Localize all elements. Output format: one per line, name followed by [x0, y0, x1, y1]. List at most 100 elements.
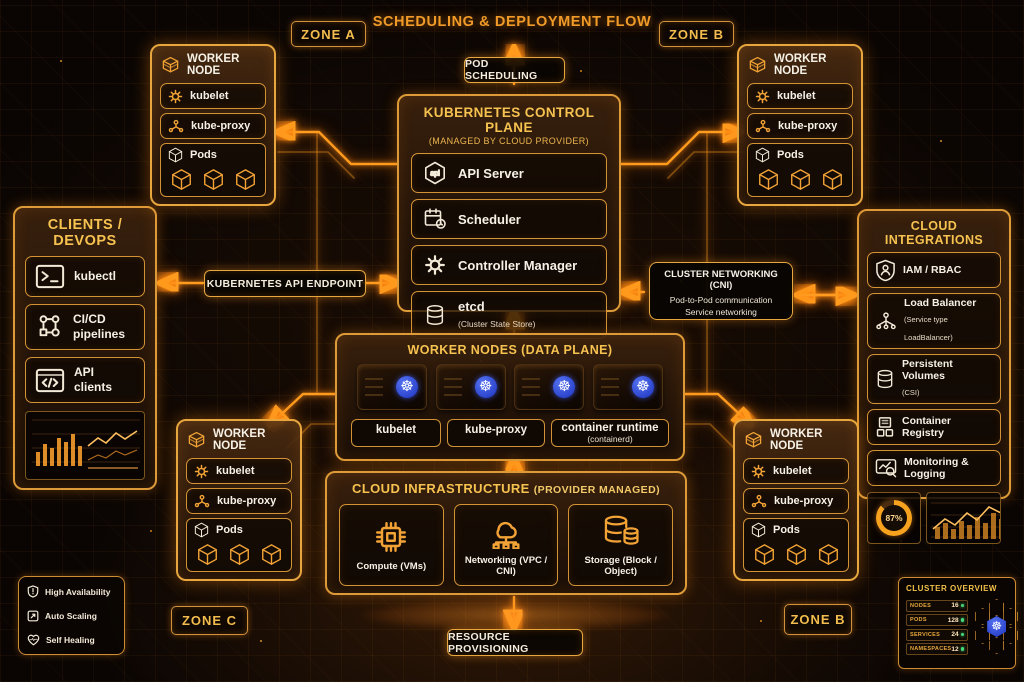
trace-cp-to-worker-tr — [619, 132, 738, 166]
cloud-infrastructure-panel: CLOUD INFRASTRUCTURE (PROVIDER MANAGED) … — [325, 471, 687, 595]
pods-row: Pods — [160, 143, 266, 197]
worker-node-header: WORKER NODE — [748, 53, 853, 77]
pod-cubes — [744, 541, 848, 571]
pod-cubes — [187, 541, 291, 571]
gear-icon — [755, 89, 770, 104]
terminal-icon — [35, 264, 65, 289]
server-box — [592, 364, 663, 410]
chip-icon — [373, 519, 409, 555]
api-clients-label: API clients — [74, 365, 113, 394]
pods-label: Pods — [190, 149, 217, 161]
integrations-mini-chart — [926, 492, 1001, 545]
pod-cube — [197, 543, 218, 566]
integration-widgets: 87% — [867, 492, 1001, 545]
api-server-label: API Server — [458, 165, 524, 181]
resource-provisioning-badge: RESOURCE PROVISIONING — [447, 629, 583, 656]
worker-node-header: WORKER NODE — [161, 53, 266, 77]
kube-proxy-row: kube-proxy — [747, 113, 853, 139]
code-window-icon — [35, 368, 65, 393]
cicd-item: CI/CD pipelines — [25, 304, 145, 350]
stat-value: 128 — [947, 616, 959, 624]
control-plane-panel: KUBERNETES CONTROL PLANE (MANAGED BY CLO… — [397, 94, 621, 339]
load-balancer-item: Load Balancer (Service type LoadBalancer… — [867, 293, 1001, 350]
gear-icon — [194, 464, 209, 479]
status-dot — [960, 647, 965, 651]
stacked-box-icon — [161, 56, 180, 75]
auto-scaling-label: Auto Scaling — [45, 611, 97, 621]
control-plane-item-etcd: etcd (Cluster State Store) — [411, 291, 607, 339]
load-balancer-icon — [875, 311, 897, 331]
kubernetes-wheel-icon — [987, 616, 1007, 637]
pod-cube — [818, 543, 839, 566]
kubelet-row: kubelet — [186, 458, 292, 484]
shield-user-icon — [875, 259, 896, 282]
pod-cube — [229, 543, 250, 566]
stat-label: PODS — [910, 617, 927, 623]
clients-devops-panel: CLIENTS / DEVOPS kubectl CI/CD pipelines… — [13, 206, 157, 490]
storage-label: Storage (Block / Object) — [584, 555, 657, 577]
monitoring-logging-item: Monitoring & Logging — [867, 450, 1001, 487]
pod-cube-icon — [168, 147, 183, 163]
kube-proxy-label: kube-proxy — [465, 424, 527, 436]
worker-node-boxes — [347, 364, 673, 410]
kubernetes-wheel-icon — [631, 376, 654, 398]
kubelet-chip: kubelet — [351, 419, 441, 447]
network-branch-icon — [751, 494, 767, 508]
devops-mini-chart — [25, 411, 145, 480]
self-healing-label: Self Healing — [46, 635, 95, 645]
worker-node-title: WORKER NODE — [213, 428, 266, 452]
etcd-sublabel: (Cluster State Store) — [458, 318, 536, 329]
api-endpoint-label: KUBERNETES API ENDPOINT — [206, 277, 364, 290]
hex-cluster-graphic — [973, 597, 1019, 657]
monitoring-logging-label: Monitoring & Logging — [904, 456, 969, 481]
zone-b-bottom-label: ZONE B — [790, 612, 846, 627]
load-balancer-sublabel: (Service type LoadBalancer) — [904, 315, 953, 343]
zone-a-badge: ZONE A — [291, 21, 366, 47]
trace-dp-to-worker-br — [682, 392, 749, 423]
container-registry-label: Container Registry — [902, 415, 952, 440]
kube-proxy-label: kube-proxy — [191, 120, 251, 132]
zone-b-top-badge: ZONE B — [659, 21, 734, 47]
trace-worker-tl-return — [277, 151, 355, 179]
worker-node-card-top-left: WORKER NODE kubelet kube-proxy Pods — [150, 44, 276, 206]
worker-node-card-bottom-left: WORKER NODE kubelet kube-proxy Pods — [176, 419, 302, 581]
pod-cube — [203, 168, 224, 191]
zone-c-label: ZONE C — [181, 613, 238, 628]
networking-label: Networking (VPC / CNI) — [464, 555, 548, 577]
background-sparks — [60, 60, 62, 62]
kubectl-label: kubectl — [74, 269, 117, 283]
gear-icon — [168, 89, 183, 104]
pod-cube — [171, 168, 192, 191]
stat-value: 24 — [951, 631, 959, 638]
status-dot — [960, 632, 965, 637]
stacked-box-icon — [748, 56, 767, 75]
stat-label: NODES — [910, 602, 932, 609]
auto-scaling-row: Auto Scaling — [27, 610, 116, 622]
compute-label: Compute (VMs) — [356, 560, 427, 572]
cluster-overview-title: CLUSTER OVERVIEW — [906, 584, 997, 593]
pod-cube — [822, 168, 843, 191]
database-icon — [875, 369, 895, 389]
trace-cp-to-worker-tl — [280, 132, 399, 166]
kubelet-label: kubelet — [216, 465, 255, 477]
high-availability-label: High Availability — [45, 586, 111, 597]
database-icon — [422, 304, 448, 326]
worker-node-card-bottom-right: WORKER NODE kubelet kube-proxy Pods — [733, 419, 859, 581]
pods-row: Pods — [747, 143, 853, 197]
network-branch-icon — [755, 119, 771, 133]
networking-card: Networking (VPC / CNI) — [453, 504, 559, 586]
registry-icon — [875, 416, 895, 438]
status-dot — [960, 603, 965, 608]
status-dot — [960, 618, 965, 622]
pipeline-icon — [35, 313, 64, 341]
network-branch-icon — [168, 119, 184, 133]
storage-cylinders-icon — [602, 513, 640, 549]
trace-dp-to-worker-bl — [272, 392, 337, 423]
gear-icon — [751, 464, 766, 479]
server-box — [514, 364, 585, 410]
kubelet-row: kubelet — [747, 83, 853, 109]
cluster-networking-line2: Service networking — [685, 307, 757, 318]
kubelet-label: kubelet — [773, 465, 812, 477]
